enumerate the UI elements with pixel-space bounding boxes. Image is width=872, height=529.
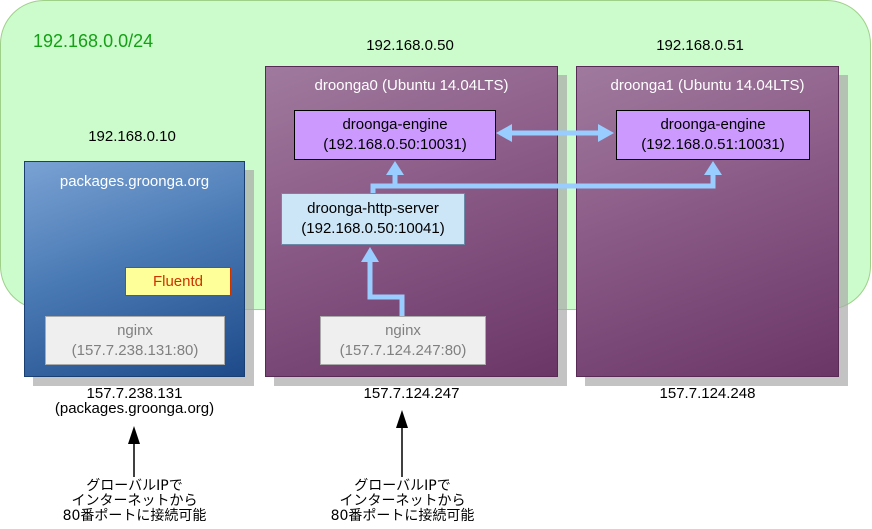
- droonga0-host-title: droonga0 (Ubuntu 14.04LTS): [314, 77, 509, 94]
- droonga0-private-ip: 192.168.0.50: [366, 37, 454, 54]
- subnet-label: 192.168.0.0/24: [33, 31, 154, 51]
- droonga1-engine-name: droonga-engine: [660, 116, 766, 133]
- droonga0-http-server-addr: (192.168.0.50:10041): [301, 220, 445, 237]
- droonga0-nginx-name: nginx: [385, 322, 421, 339]
- droonga1-host-title: droonga1 (Ubuntu 14.04LTS): [610, 77, 805, 94]
- droonga1-public-ip: 157.7.124.248: [659, 385, 756, 402]
- droonga0-engine-addr: (192.168.0.50:10031): [323, 136, 467, 153]
- internet-arrow-left: [128, 426, 140, 477]
- internet-note-right: グローバルIPで インターネットから 80番ポートに接続可能: [330, 478, 475, 524]
- packages-public-label: 157.7.238.131 (packages.groonga.org): [24, 386, 245, 416]
- droonga1-private-ip: 192.168.0.51: [656, 37, 744, 54]
- droonga0-engine-name: droonga-engine: [342, 116, 448, 133]
- droonga1-engine-addr: (192.168.0.51:10031): [641, 136, 785, 153]
- packages-nginx-addr: (157.7.238.131:80): [71, 342, 199, 359]
- internet-note-left: グローバルIPで インターネットから 80番ポートに接続可能: [62, 478, 207, 524]
- packages-nginx-box: nginx (157.7.238.131:80): [45, 316, 225, 365]
- droonga0-http-server-box: droonga-http-server (192.168.0.50:10041): [281, 193, 465, 245]
- droonga1-engine-box: droonga-engine (192.168.0.51:10031): [616, 110, 810, 160]
- packages-private-ip: 192.168.0.10: [88, 128, 176, 145]
- nginx-to-http-arrow: [361, 247, 405, 316]
- fluentd-box: Fluentd: [125, 267, 231, 296]
- engine-sync-arrow: [496, 124, 614, 142]
- internet-arrow-right: [396, 410, 408, 477]
- packages-host-title: packages.groonga.org: [59, 173, 210, 190]
- droonga0-nginx-addr: (157.7.124.247:80): [339, 342, 467, 359]
- packages-nginx-name: nginx: [117, 322, 153, 339]
- packages-public-ip: 157.7.238.131: [86, 385, 183, 402]
- packages-public-host: (packages.groonga.org): [54, 400, 215, 417]
- droonga0-http-server-name: droonga-http-server: [307, 200, 439, 217]
- droonga0-engine-box: droonga-engine (192.168.0.50:10031): [294, 110, 496, 160]
- http-to-engines-arrow: [370, 161, 722, 193]
- droonga0-public-ip: 157.7.124.247: [363, 385, 460, 402]
- droonga0-nginx-box: nginx (157.7.124.247:80): [320, 316, 486, 365]
